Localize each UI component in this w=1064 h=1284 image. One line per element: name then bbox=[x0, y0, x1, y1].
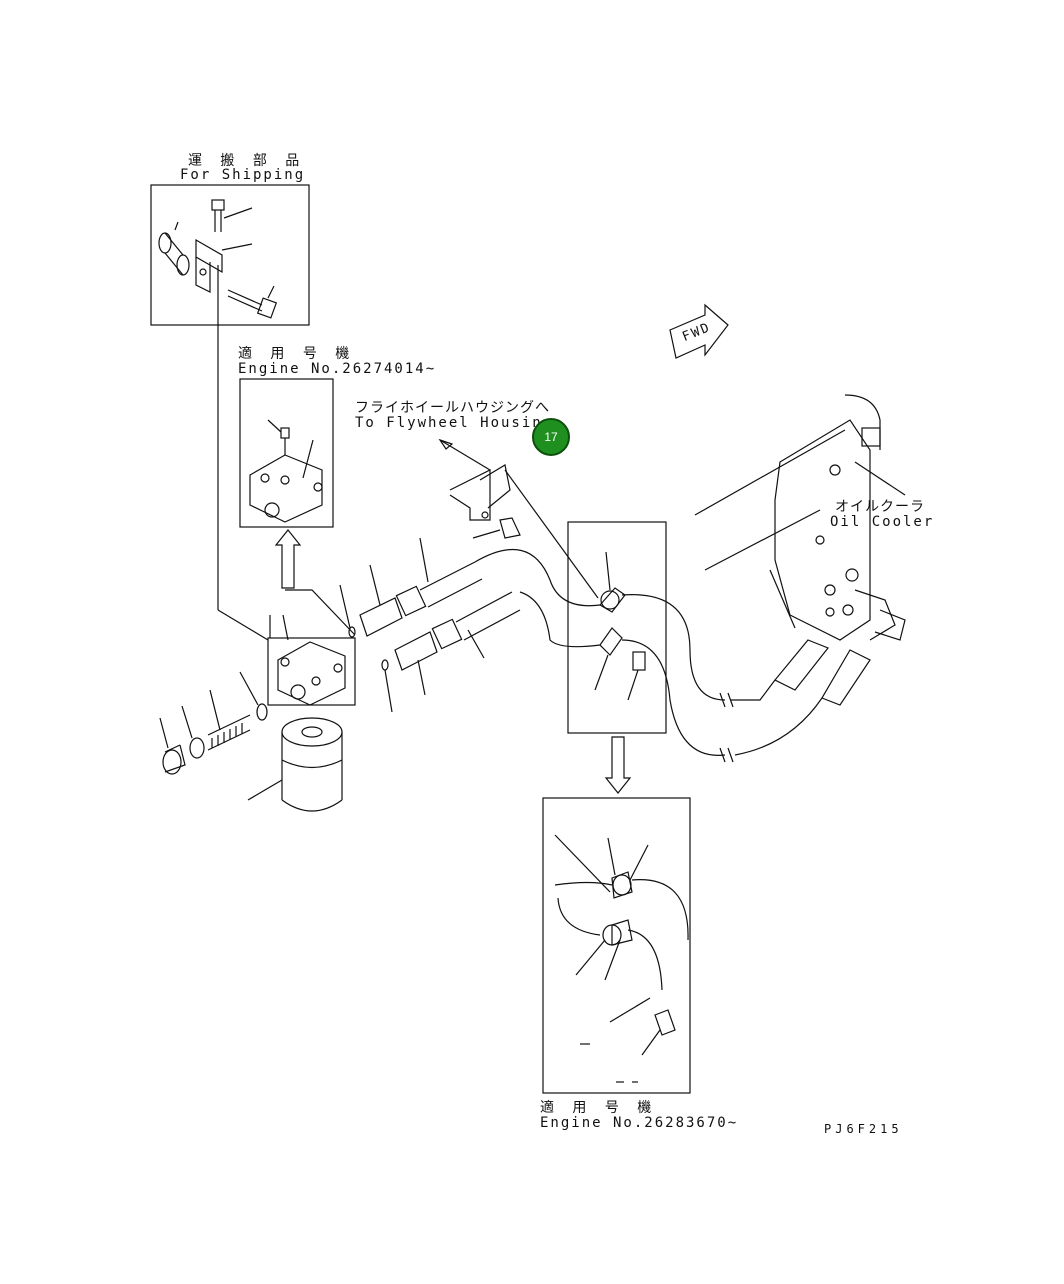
applicable-label-2-jp: 適 用 号 機 bbox=[540, 1100, 657, 1116]
filter-cartridge bbox=[247, 717, 343, 812]
part-callout-17[interactable]: 17 bbox=[532, 418, 570, 456]
hose-fittings bbox=[339, 537, 601, 713]
flywheel-bracket bbox=[438, 438, 599, 599]
oil-cooler-label-en: Oil Cooler bbox=[830, 514, 935, 530]
shipping-label-en: For Shipping bbox=[180, 167, 306, 183]
oil-cooler-block bbox=[694, 394, 906, 763]
lower-detail-box bbox=[542, 797, 691, 1094]
shipping-box bbox=[150, 184, 310, 610]
applicable-label-1-en: Engine No.26274014~ bbox=[238, 361, 437, 377]
applicable-label-1-jp: 適 用 号 機 bbox=[238, 346, 355, 362]
applicable-label-2-en: Engine No.26283670~ bbox=[540, 1115, 739, 1131]
oil-cooler-label-jp: オイルクーラ bbox=[835, 499, 925, 515]
fwd-arrow bbox=[669, 303, 729, 359]
center-detail-box bbox=[567, 521, 726, 756]
filter-head bbox=[217, 589, 356, 706]
shipping-label-jp: 運 搬 部 品 bbox=[188, 153, 305, 169]
drawing-code: PJ6F215 bbox=[824, 1122, 903, 1136]
down-arrow bbox=[604, 736, 632, 794]
part-callout-number: 17 bbox=[544, 430, 558, 444]
relief-valve-parts bbox=[159, 671, 268, 775]
up-arrow-1 bbox=[274, 529, 302, 589]
engine-variant-box-1 bbox=[239, 378, 334, 528]
flywheel-label-en: To Flywheel Housing bbox=[355, 415, 554, 431]
flywheel-label-jp: フライホイールハウジングへ bbox=[355, 400, 550, 416]
